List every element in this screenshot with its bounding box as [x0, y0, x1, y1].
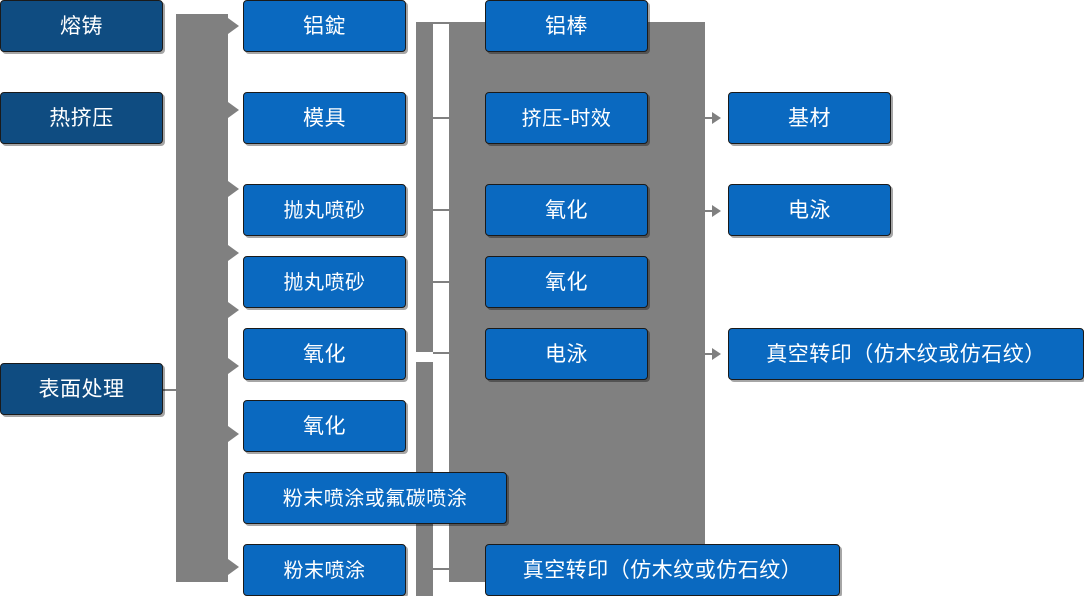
arrow-to-shotblast-1: [228, 181, 239, 197]
stem-to-vacuum-transfer: [705, 353, 718, 355]
process-box-shotblast-1[interactable]: 抛丸喷砂: [243, 184, 406, 236]
mid-tick-3: [433, 209, 450, 211]
arrow-to-die: [228, 102, 239, 118]
arrow-to-oxidize-1: [228, 302, 239, 318]
output-label-electrophoresis: 电泳: [788, 197, 831, 222]
process-box-oxidize-2[interactable]: 氧化: [243, 400, 406, 452]
process-box-al-bar[interactable]: 铝棒: [485, 0, 648, 52]
mid-tick-2: [433, 117, 450, 119]
process-box-die[interactable]: 模具: [243, 92, 406, 144]
process-box-oxidize-3[interactable]: 氧化: [485, 184, 648, 236]
process-label-extrude-age: 挤压-时效: [521, 105, 612, 130]
stage-label-hot-extrude: 热挤压: [49, 105, 114, 130]
process-box-oxidize-4[interactable]: 氧化: [485, 256, 648, 308]
stage-label-melt-cast: 熔铸: [60, 13, 103, 38]
output-box-electrophoresis[interactable]: 电泳: [728, 184, 891, 236]
process-box-oxidize-1[interactable]: 氧化: [243, 328, 406, 380]
stem-to-electrophoresis: [705, 210, 718, 212]
connector-left-lower: [176, 356, 228, 582]
mid-tick-1: [433, 22, 450, 24]
stem-to-substrate: [705, 117, 718, 119]
process-label-electrophoresis-mid: 电泳: [545, 341, 588, 366]
process-label-oxidize-2: 氧化: [303, 413, 346, 438]
mid-tick-5: [433, 352, 450, 354]
process-label-oxidize-3: 氧化: [545, 197, 588, 222]
mid-tick-6: [433, 568, 450, 570]
stage-box-hot-extrude[interactable]: 热挤压: [0, 92, 163, 144]
process-box-electrophoresis-mid[interactable]: 电泳: [485, 328, 648, 380]
process-box-extrude-age[interactable]: 挤压-时效: [485, 92, 648, 144]
process-label-shotblast-2: 抛丸喷砂: [283, 269, 366, 294]
process-label-powder: 粉末喷涂: [283, 557, 366, 582]
stage-label-surface-treatment: 表面处理: [38, 376, 125, 401]
process-label-vacuum-transfer-mid: 真空转印（仿木纹或仿石纹）: [522, 557, 803, 582]
stage-box-melt-cast[interactable]: 熔铸: [0, 0, 163, 52]
output-label-substrate: 基材: [788, 105, 831, 130]
output-box-vacuum-transfer[interactable]: 真空转印（仿木纹或仿石纹）: [728, 328, 1084, 380]
arrow-to-oxidize-2: [228, 358, 239, 374]
process-label-al-bar: 铝棒: [545, 13, 588, 38]
arrow-to-powder: [228, 559, 239, 575]
process-box-powder[interactable]: 粉末喷涂: [243, 544, 406, 596]
process-label-die: 模具: [303, 105, 346, 130]
surface-stage-stub: [163, 389, 179, 391]
process-box-shotblast-2[interactable]: 抛丸喷砂: [243, 256, 406, 308]
connector-rail-inner: [416, 22, 433, 352]
process-box-powder-or-fluorocarbon[interactable]: 粉末喷涂或氟碳喷涂: [243, 472, 507, 524]
process-box-ingot[interactable]: 铝錠: [243, 0, 406, 52]
process-label-oxidize-4: 氧化: [545, 269, 588, 294]
arrow-to-powder-or-fluorocarbon: [228, 426, 239, 442]
arrow-to-substrate: [712, 112, 721, 124]
melt-cast-drop: [70, 52, 82, 60]
process-label-ingot: 铝錠: [303, 13, 346, 38]
arrow-to-shotblast-2: [228, 245, 239, 261]
output-label-vacuum-transfer: 真空转印（仿木纹或仿石纹）: [766, 341, 1046, 366]
arrow-to-ingot: [228, 18, 239, 34]
mid-tick-4: [433, 281, 450, 283]
output-box-substrate[interactable]: 基材: [728, 92, 891, 144]
arrow-to-vacuum-transfer: [712, 348, 721, 360]
process-box-vacuum-transfer-mid[interactable]: 真空转印（仿木纹或仿石纹）: [485, 544, 840, 596]
process-label-powder-or-fluorocarbon: 粉末喷涂或氟碳喷涂: [282, 485, 468, 510]
process-label-shotblast-1: 抛丸喷砂: [283, 197, 366, 222]
arrow-to-electrophoresis: [712, 205, 721, 217]
stage-box-surface-treatment[interactable]: 表面处理: [0, 363, 163, 415]
process-label-oxidize-1: 氧化: [303, 341, 346, 366]
